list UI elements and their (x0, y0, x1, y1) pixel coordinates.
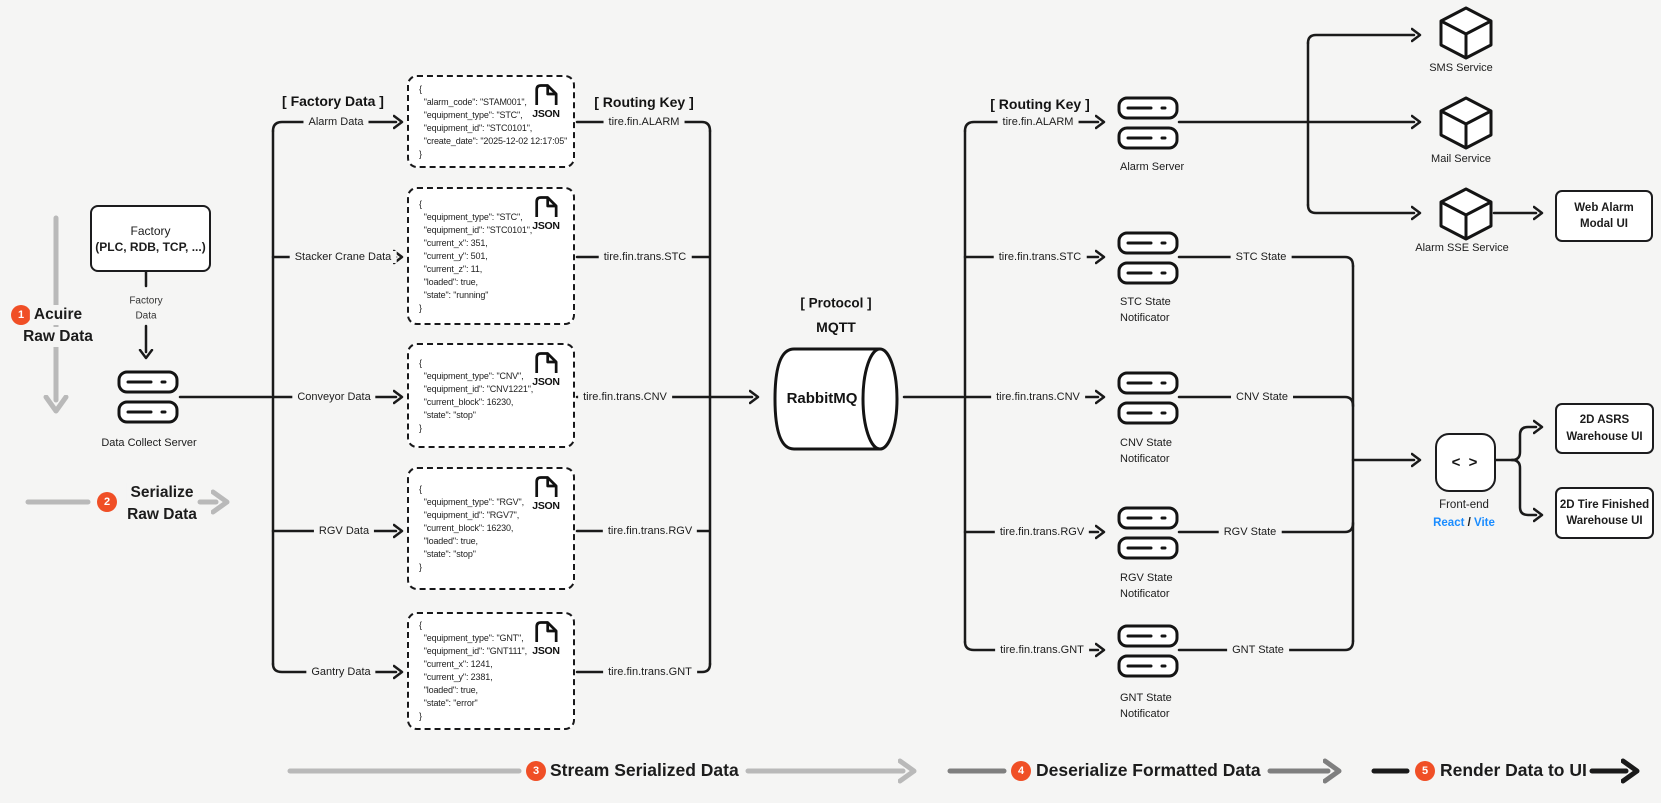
mail-service-caption: Mail Service (1431, 153, 1491, 165)
alarm-server-caption: Alarm Server (1120, 161, 1185, 173)
cnv-notificator-icon (1117, 371, 1179, 425)
routing-key-rgv-right: tire.fin.trans.RGV (994, 526, 1090, 538)
branch-label-rgv: RGV Data (313, 525, 375, 537)
rabbitmq-broker: RabbitMQ (768, 346, 904, 452)
branch-label-stacker-crane: Stacker Crane Data (289, 251, 397, 263)
tire-line1: 2D Tire Finished (1559, 498, 1650, 511)
step-1-label-line2: Raw Data (19, 327, 97, 347)
alarm-server-icon (1117, 96, 1179, 150)
state-label-cnv: CNV State (1231, 391, 1293, 403)
code-icon: < > (1451, 454, 1480, 471)
routing-key-header-left: [ Routing Key ] (594, 94, 694, 110)
web-alarm-line1: Web Alarm (1574, 201, 1634, 214)
json-file-icon: JSON (527, 195, 565, 232)
routing-key-alarm-right: tire.fin.ALARM (997, 116, 1079, 128)
data-collect-server-icon (117, 370, 179, 424)
routing-key-alarm-left: tire.fin.ALARM (603, 116, 685, 128)
protocol-header: [ Protocol ] (800, 295, 872, 311)
protocol-name: MQTT (816, 319, 856, 335)
branch-label-conveyor: Conveyor Data (292, 391, 376, 403)
step-1-label-line1: Acuire (29, 305, 87, 325)
json-file-icon: JSON (527, 351, 565, 388)
stack-separator: / (1464, 517, 1475, 529)
data-collect-server-caption: Data Collect Server (101, 437, 197, 449)
branch-label-alarm: Alarm Data (303, 116, 369, 128)
routing-key-stc-right: tire.fin.trans.STC (993, 251, 1087, 263)
tire-warehouse-ui-box: 2D Tire Finished Warehouse UI (1555, 487, 1654, 539)
routing-key-cnv-left: tire.fin.trans.CNV (578, 391, 672, 403)
factory-title: Factory (130, 223, 171, 238)
step-5-badge: 5 (1415, 761, 1435, 781)
web-alarm-modal-ui-box: Web Alarm Modal UI (1555, 190, 1653, 242)
json-code: { "equipment_type": "CNV", "equipment_id… (419, 357, 534, 433)
factory-edge-label-1: Factory (129, 295, 163, 307)
json-payload-conveyor: { "equipment_type": "CNV", "equipment_id… (407, 343, 575, 448)
json-code: { "equipment_type": "RGV", "equipment_id… (419, 484, 524, 572)
alarm-sse-service-caption: Alarm SSE Service (1415, 242, 1509, 254)
json-file-icon: JSON (527, 475, 565, 512)
frontend-stack: React / Vite (1433, 517, 1495, 529)
gnt-notificator-icon (1117, 624, 1179, 678)
sms-service-caption: SMS Service (1429, 62, 1493, 74)
asrs-warehouse-ui-box: 2D ASRS Warehouse UI (1555, 403, 1654, 454)
json-file-icon: JSON (527, 83, 565, 120)
broker-name: RabbitMQ (786, 390, 858, 407)
state-label-rgv: RGV State (1218, 526, 1282, 538)
stc-notificator-icon (1117, 231, 1179, 285)
branch-label-gantry: Gantry Data (306, 666, 376, 678)
asrs-line1: 2D ASRS (1579, 414, 1630, 426)
step-1-badge: 1 (11, 305, 31, 325)
sms-service-icon (1437, 6, 1495, 60)
routing-key-cnv-right: tire.fin.trans.CNV (991, 391, 1085, 403)
step-3-badge: 3 (526, 761, 546, 781)
json-code: { "equipment_type": "GNT", "equipment_id… (419, 620, 527, 721)
json-file-icon: JSON (527, 620, 565, 657)
routing-key-stc-left: tire.fin.trans.STC (598, 251, 692, 263)
factory-data-header: [ Factory Data ] (282, 93, 384, 109)
asrs-line2: Warehouse UI (1566, 430, 1643, 443)
web-alarm-line2: Modal UI (1580, 218, 1628, 230)
json-code: { "alarm_code": "STAM001", "equipment_ty… (419, 83, 568, 159)
routing-key-gnt-right: tire.fin.trans.GNT (995, 644, 1089, 656)
vite-label: Vite (1474, 517, 1495, 529)
state-label-gnt: GNT State (1227, 644, 1289, 656)
step-2-label-line1: Serialize (126, 483, 198, 503)
step-2-badge: 2 (97, 492, 117, 512)
factory-edge-label-2: Data (135, 310, 157, 322)
mail-service-icon (1437, 96, 1495, 150)
factory-node: Factory (PLC, RDB, TCP, ...) (90, 205, 211, 272)
json-payload-gantry: { "equipment_type": "GNT", "equipment_id… (407, 612, 575, 730)
rgv-notificator-icon (1117, 506, 1179, 560)
step-4-badge: 4 (1011, 761, 1031, 781)
json-payload-rgv: { "equipment_type": "RGV", "equipment_id… (407, 467, 575, 590)
step-3-label: Stream Serialized Data (550, 760, 739, 781)
routing-key-header-right: [ Routing Key ] (990, 96, 1090, 112)
json-payload-alarm: { "alarm_code": "STAM001", "equipment_ty… (407, 75, 575, 168)
react-label: React (1433, 517, 1465, 529)
state-label-stc: STC State (1230, 251, 1292, 263)
tire-line2: Warehouse UI (1566, 515, 1643, 527)
step-4-label: Deserialize Formatted Data (1036, 760, 1261, 781)
step-5-label: Render Data to UI (1440, 760, 1587, 781)
json-code: { "equipment_type": "STC", "equipment_id… (419, 198, 533, 313)
frontend-caption: Front-end (1439, 499, 1489, 511)
factory-subtitle: (PLC, RDB, TCP, ...) (95, 239, 206, 254)
routing-key-gnt-left: tire.fin.trans.GNT (603, 666, 697, 678)
alarm-sse-service-icon (1437, 187, 1495, 241)
json-payload-stacker-crane: { "equipment_type": "STC", "equipment_id… (407, 187, 575, 325)
frontend-node: < > (1435, 433, 1496, 492)
routing-key-rgv-left: tire.fin.trans.RGV (602, 525, 698, 537)
step-2-label-line2: Raw Data (123, 505, 201, 525)
